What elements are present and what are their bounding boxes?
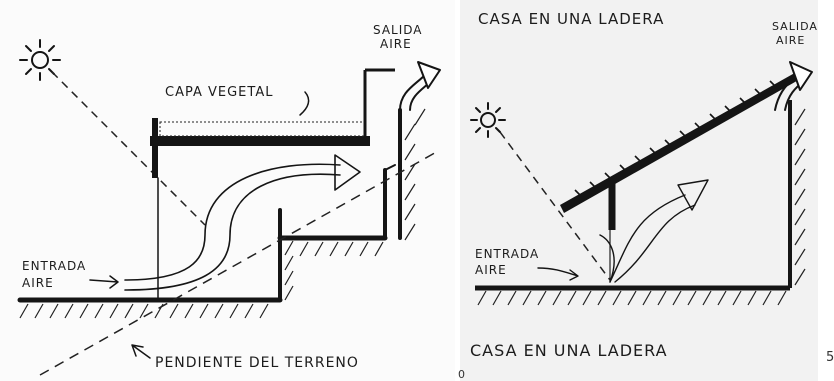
- air-out-arrow: [399, 61, 441, 111]
- right-sketch: CASA EN UNA LADERA: [470, 10, 818, 360]
- green-layer-pointer: [299, 91, 310, 116]
- right-sketch-panel: CASA EN UNA LADERA: [460, 0, 818, 381]
- air-in-label-1: ENTRADA: [22, 259, 86, 273]
- slope-label: PENDIENTE DEL TERRENO: [155, 355, 359, 371]
- air-in-arrow: [89, 275, 119, 289]
- green-layer-label: CAPA VEGETAL: [165, 85, 273, 100]
- air-out-label-2: AIRE: [380, 37, 412, 51]
- left-sketch: SALIDA AIRE CAPA VEGETAL ENTRADA AIRE PE…: [17, 23, 441, 376]
- page-number: 5: [826, 350, 834, 365]
- slope-pointer-arrow: [131, 344, 151, 359]
- page-edge: [818, 0, 834, 381]
- air-in-label-2: AIRE: [475, 263, 507, 277]
- page-number-left: 0: [458, 368, 465, 381]
- airflow-arrow: [599, 179, 709, 283]
- sun-ray-line: [499, 131, 611, 281]
- sloped-roof: [560, 70, 802, 282]
- airflow-arrow: [124, 154, 361, 291]
- green-roof: [150, 68, 395, 178]
- sketch-title: CASA EN UNA LADERA: [478, 10, 664, 28]
- sketch-caption: CASA EN UNA LADERA: [470, 341, 668, 360]
- sun-icon: [19, 39, 61, 81]
- sun-icon: [470, 102, 506, 138]
- air-out-arrow: [774, 61, 813, 111]
- air-in-label-1: ENTRADA: [475, 247, 539, 261]
- ground-hatching: [19, 108, 426, 319]
- terrain-slope-line: [39, 149, 441, 376]
- air-out-label-2: AIRE: [776, 34, 805, 47]
- air-out-label-1: SALIDA: [772, 20, 818, 33]
- ground-hatching: [477, 108, 806, 306]
- left-sketch-panel: SALIDA AIRE CAPA VEGETAL ENTRADA AIRE PE…: [17, 23, 441, 376]
- air-out-label-1: SALIDA: [373, 23, 423, 37]
- air-in-label-2: AIRE: [22, 276, 54, 290]
- air-in-arrow: [537, 267, 579, 281]
